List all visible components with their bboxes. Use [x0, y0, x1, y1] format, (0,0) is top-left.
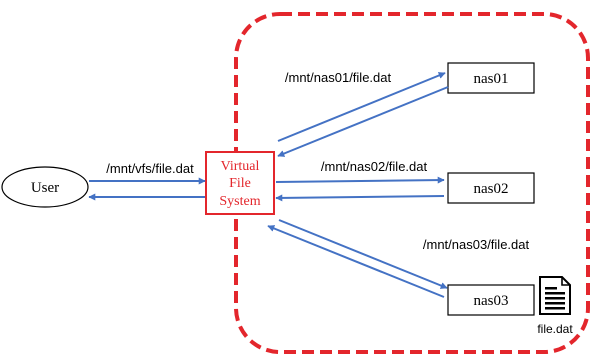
vfs-label-line-2: File	[229, 176, 251, 191]
user-label: User	[31, 180, 59, 196]
nas01-label: nas01	[474, 71, 509, 87]
arrow-vfs-to-nas03	[278, 219, 448, 289]
user-node[interactable]: User	[1, 166, 89, 208]
nas03-label: nas03	[474, 293, 509, 309]
path-label-vfs: /mnt/vfs/file.dat	[106, 161, 194, 176]
arrow-vfs-to-nas01	[277, 72, 446, 142]
arrow-nas03-to-vfs	[267, 225, 445, 298]
arrow-nas02-to-vfs	[275, 194, 445, 202]
path-label-nas02: /mnt/nas02/file.dat	[321, 159, 428, 174]
path-label-nas01: /mnt/nas01/file.dat	[285, 70, 392, 85]
nas02-node[interactable]: nas02	[447, 172, 535, 204]
vfs-node[interactable]: Virtual File System	[205, 151, 275, 215]
nas03-node[interactable]: nas03	[447, 284, 535, 316]
document-icon	[539, 276, 571, 315]
storage-boundary	[234, 12, 590, 354]
nas02-label: nas02	[474, 181, 509, 197]
arrow-vfs-to-nas02	[275, 176, 445, 184]
nas01-node[interactable]: nas01	[447, 62, 535, 94]
vfs-label-line-3: System	[219, 194, 260, 209]
path-label-nas03: /mnt/nas03/file.dat	[423, 237, 530, 252]
vfs-label-line-1: Virtual	[221, 159, 260, 174]
file-caption: file.dat	[537, 322, 573, 336]
arrow-nas01-to-vfs	[277, 86, 449, 157]
